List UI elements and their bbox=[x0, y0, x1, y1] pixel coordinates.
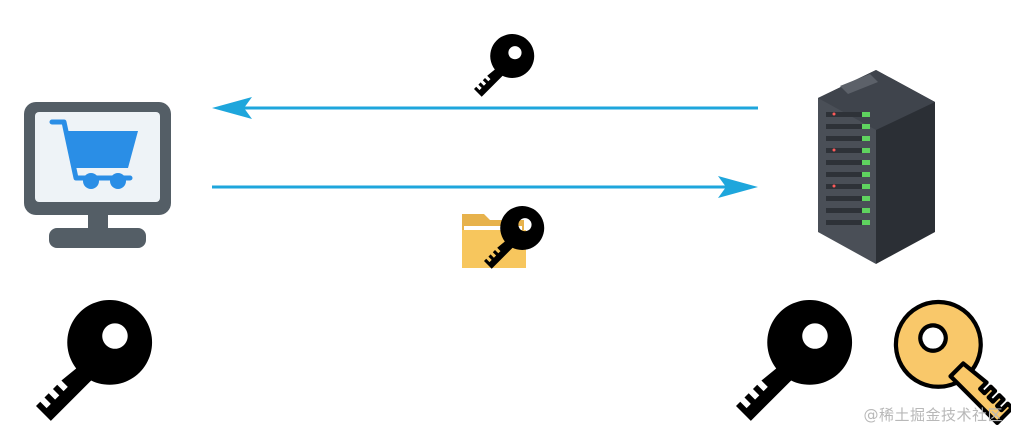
transfer-key-icon bbox=[474, 34, 535, 97]
arrow-to-client bbox=[212, 97, 758, 119]
arrow-to-server bbox=[212, 176, 758, 198]
client-key-icon bbox=[36, 300, 153, 421]
server-private-key-icon bbox=[893, 299, 1011, 425]
server-rack-icon bbox=[818, 70, 935, 264]
watermark-text: @稀土掘金技术社区 bbox=[863, 406, 1003, 424]
monitor-shopping-cart-icon bbox=[24, 102, 171, 248]
server-public-key-icon bbox=[736, 300, 853, 421]
